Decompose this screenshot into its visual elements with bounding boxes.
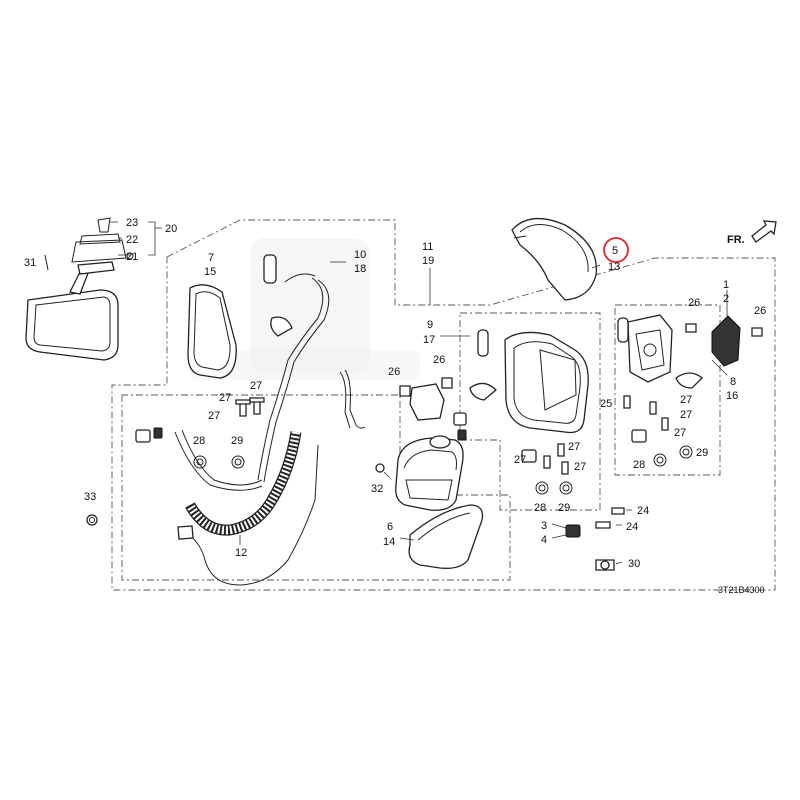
callout-20: 20 [165, 223, 177, 235]
callout-27-c: 27 [674, 427, 686, 439]
callout-31: 31 [24, 257, 36, 269]
mirror-cover [511, 218, 598, 301]
callout-27-d: 27 [219, 392, 231, 404]
callout-15: 15 [204, 266, 216, 278]
callout-22: 22 [126, 234, 138, 246]
callout-2: 2 [723, 293, 729, 305]
callout-23: 23 [126, 217, 138, 229]
callout-12: 12 [235, 547, 247, 559]
callout-18: 18 [354, 263, 366, 275]
callout-30: 30 [628, 558, 640, 570]
callout-4: 4 [541, 534, 547, 546]
callout-3: 3 [541, 520, 547, 532]
callout-25: 25 [600, 398, 612, 410]
clamps [193, 445, 693, 495]
callout-26-b: 26 [754, 305, 766, 317]
callout-8: 8 [730, 376, 736, 388]
direction-arrow-icon [751, 220, 777, 243]
part-callouts: 23 22 21 20 31 7 15 10 18 11 19 5 13 1 2… [24, 217, 766, 570]
callout-21: 21 [126, 251, 138, 263]
callout-28-a: 28 [193, 435, 205, 447]
callout-27-g: 27 [568, 441, 580, 453]
callout-27-f: 27 [208, 410, 220, 422]
callout-27-h: 27 [514, 454, 526, 466]
assembly-outline-main [111, 219, 776, 591]
mirror-actuator [617, 314, 741, 389]
mirror-housing-frame [469, 329, 589, 434]
callout-16: 16 [726, 390, 738, 402]
callout-29-b: 29 [558, 502, 570, 514]
callout-27-i: 27 [574, 461, 586, 473]
mirror-base [395, 435, 484, 569]
callout-17: 17 [423, 334, 435, 346]
callout-26-d: 26 [388, 366, 400, 378]
callout-29-a: 29 [231, 435, 243, 447]
callout-24-b: 24 [626, 521, 638, 533]
callout-28-b: 28 [534, 502, 546, 514]
connectors [135, 383, 647, 538]
callout-32: 32 [371, 483, 383, 495]
corrugated-tube [185, 431, 302, 536]
assembly-outline-actuator [614, 304, 721, 476]
callout-10: 10 [354, 249, 366, 261]
watermark-block [250, 238, 370, 373]
callout-26-c: 26 [433, 354, 445, 366]
screws [86, 323, 763, 571]
callout-13: 13 [608, 261, 620, 273]
rearview-mirror [25, 217, 134, 361]
direction-label: FR. [727, 234, 745, 246]
callout-11: 11 [422, 241, 433, 253]
callout-27-b: 27 [680, 409, 692, 421]
callout-28-c: 28 [633, 459, 645, 471]
wiring-harness [174, 254, 366, 491]
mirror-glass [187, 284, 237, 379]
callout-26-a: 26 [688, 297, 700, 309]
callout-33: 33 [84, 491, 96, 503]
direction-indicator: FR. [727, 220, 777, 246]
callout-29-c: 29 [696, 447, 708, 459]
reference-code: 3T21B4300 [718, 585, 765, 595]
assembly-outline-inner [121, 394, 511, 581]
callout-1: 1 [723, 279, 729, 291]
cable-12 [177, 444, 319, 586]
watermark-block-lower [190, 350, 420, 380]
callout-19: 19 [422, 255, 434, 267]
callout-24-a: 24 [637, 505, 649, 517]
callout-7: 7 [208, 252, 214, 264]
callout-14: 14 [383, 536, 395, 548]
callout-27-e: 27 [250, 380, 262, 392]
callout-9: 9 [427, 319, 433, 331]
leader-lines [110, 221, 728, 565]
highlight-ring [603, 237, 629, 263]
callout-27-a: 27 [680, 394, 692, 406]
callout-5: 5 [612, 245, 618, 257]
callout-6: 6 [387, 521, 393, 533]
